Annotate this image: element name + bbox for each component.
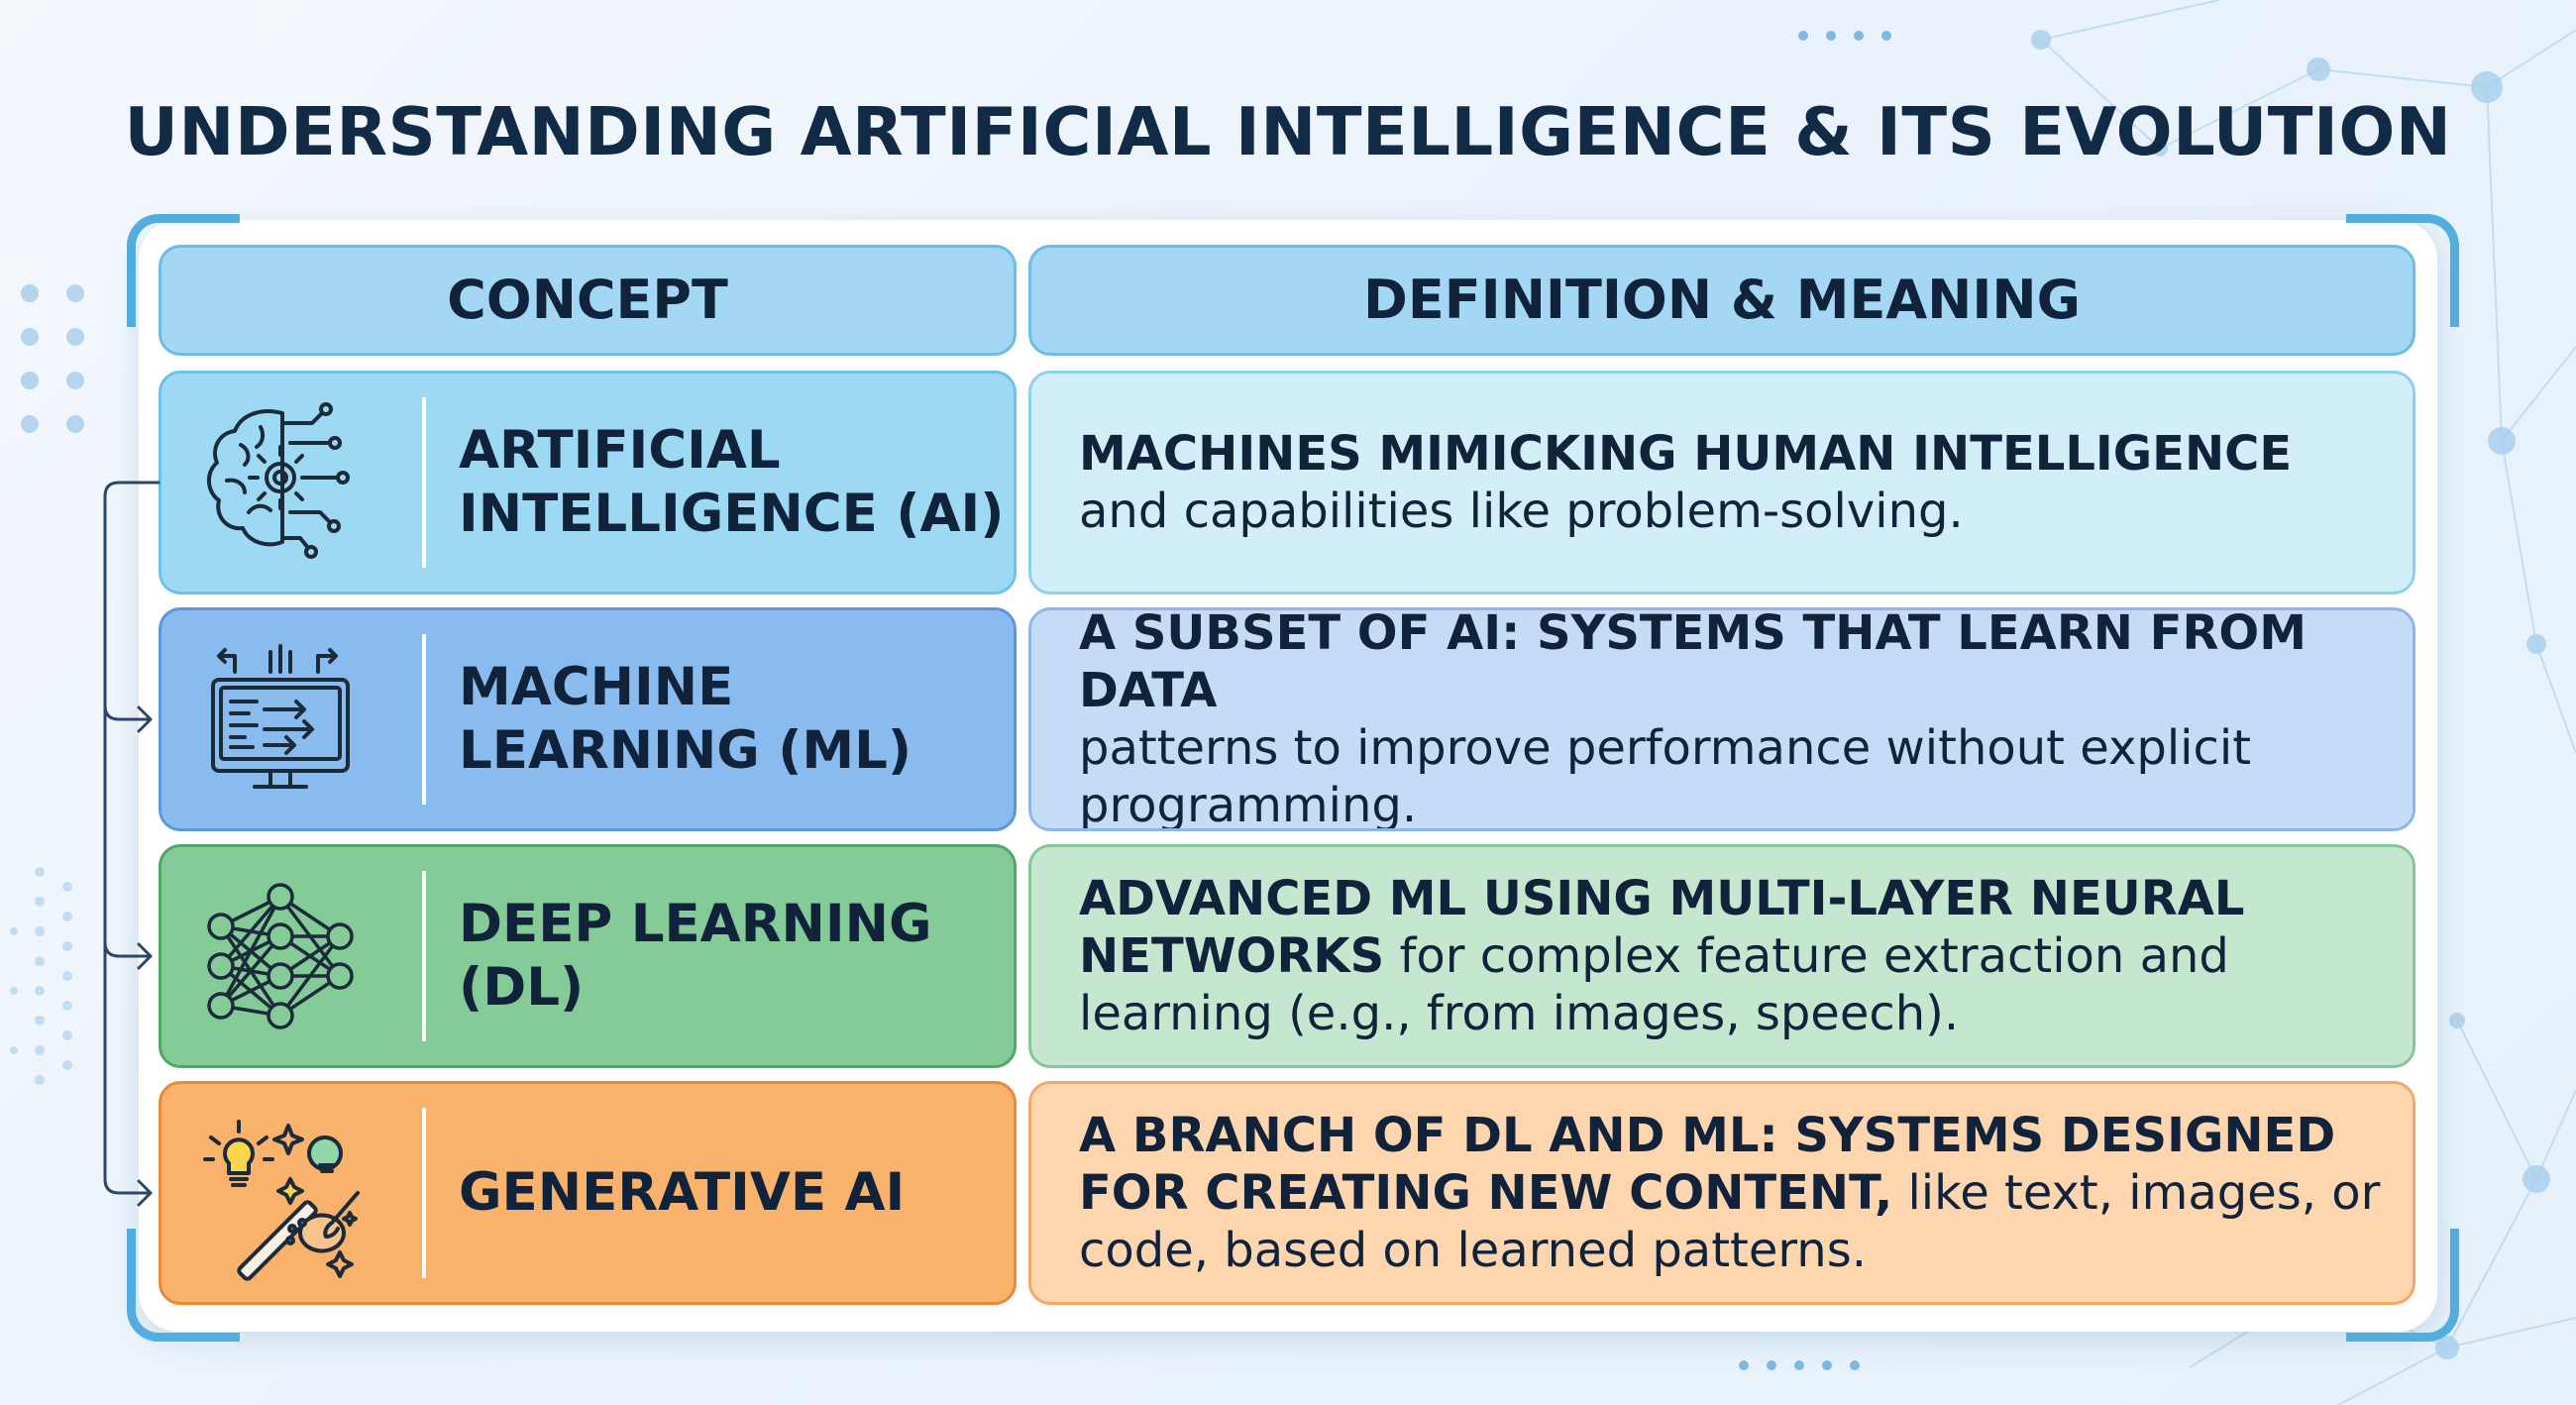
neural-network-icon bbox=[207, 883, 354, 1029]
definition-ml-bold: A SUBSET OF AI: SYSTEMS THAT LEARN FROM … bbox=[1079, 607, 2307, 718]
concept-ai-line2: INTELLIGENCE (AI) bbox=[459, 484, 1005, 544]
concept-divider bbox=[422, 1108, 426, 1278]
definition-ml-text: patterns to improve performance without … bbox=[1079, 720, 2252, 831]
concept-ai-line1: ARTIFICIAL bbox=[459, 420, 781, 481]
corner-accent-top-right bbox=[2346, 214, 2459, 327]
definition-ai-bold: MACHINES MIMICKING HUMAN INTELLIGENCE bbox=[1079, 426, 2293, 482]
concept-divider bbox=[422, 871, 426, 1041]
concept-name-dl: DEEP LEARNING(DL) bbox=[459, 847, 1014, 1065]
header-definition-label: DEFINITION & MEANING bbox=[1363, 269, 2081, 331]
header-concept: CONCEPT bbox=[159, 245, 1017, 356]
definition-cell-generative-ai: A BRANCH OF DL AND ML: SYSTEMS DESIGNED … bbox=[1028, 1081, 2415, 1305]
concept-ml-line2: LEARNING (ML) bbox=[459, 720, 912, 781]
definition-ai-text: and capabilities like problem-solving. bbox=[1079, 484, 1964, 539]
concept-dl-line1: DEEP LEARNING bbox=[459, 894, 932, 954]
definition-dl-bold: ADVANCED ML USING MULTI-LAYER NEURAL NET… bbox=[1079, 871, 2245, 984]
concept-cell-generative-ai: GENERATIVE AI bbox=[159, 1081, 1017, 1305]
definition-generative-ai-text: like text, images, or code, based on lea… bbox=[1079, 1165, 2381, 1278]
concept-name-generative-ai: GENERATIVE AI bbox=[459, 1084, 1014, 1302]
brain-gear-circuit-icon bbox=[207, 402, 350, 559]
computer-data-flow-icon bbox=[211, 644, 350, 789]
concept-divider bbox=[422, 634, 426, 805]
corner-accent-bottom-right bbox=[2346, 1229, 2459, 1342]
corner-accent-bottom-left bbox=[127, 1229, 240, 1342]
definition-cell-dl: ADVANCED ML USING MULTI-LAYER NEURAL NET… bbox=[1028, 844, 2415, 1068]
definition-cell-ml: A SUBSET OF AI: SYSTEMS THAT LEARN FROM … bbox=[1028, 607, 2415, 831]
definition-generative-ai-bold: A BRANCH OF DL AND ML: SYSTEMS DESIGNED … bbox=[1079, 1108, 2336, 1221]
concept-generative-ai-line1: GENERATIVE AI bbox=[459, 1162, 906, 1223]
definition-dl-text: for complex feature extraction and learn… bbox=[1079, 928, 2229, 1041]
header-concept-label: CONCEPT bbox=[447, 269, 728, 331]
concept-divider bbox=[422, 397, 426, 568]
concept-ml-line1: MACHINE bbox=[459, 657, 734, 717]
header-definition: DEFINITION & MEANING bbox=[1028, 245, 2415, 356]
page-title: UNDERSTANDING ARTIFICIAL INTELLIGENCE & … bbox=[124, 93, 2452, 170]
magic-wand-creative-icon bbox=[203, 1120, 360, 1281]
concept-cell-dl: DEEP LEARNING(DL) bbox=[159, 844, 1017, 1068]
corner-accent-top-left bbox=[127, 214, 240, 327]
concept-dl-line2: (DL) bbox=[459, 957, 585, 1018]
